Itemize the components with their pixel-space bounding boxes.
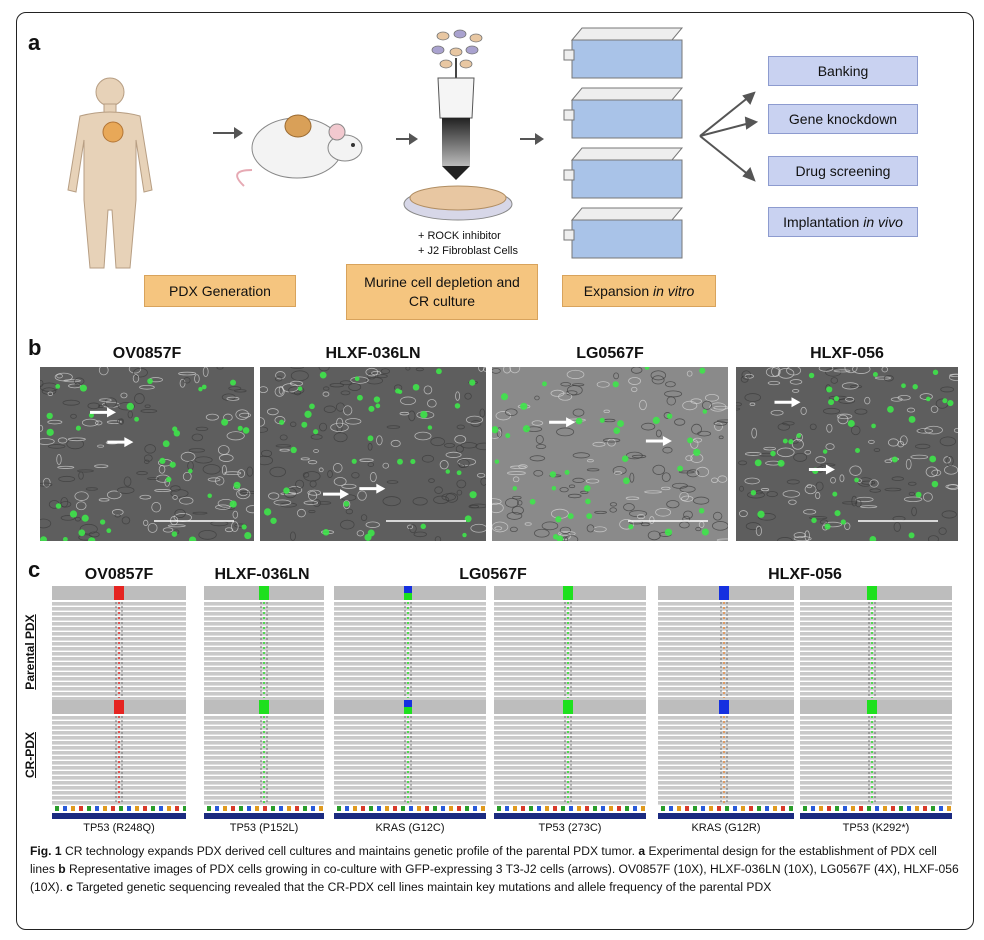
caption-c-label: c: [66, 880, 74, 895]
caption-a-label: a: [638, 844, 646, 858]
caption-fig: Fig. 1: [30, 844, 62, 858]
caption-c-text: Targeted genetic sequencing revealed tha…: [73, 880, 772, 895]
micrograph-hlxf036ln: [260, 367, 486, 541]
seq-title-hlxf056: HLXF-056: [768, 566, 842, 583]
seq-panel-kras-g12c: [334, 586, 486, 820]
panel-b-label: b: [28, 335, 42, 360]
seq-panel-tp53-273c: [494, 586, 646, 820]
micro-title-lg0567f: LG0567F: [576, 345, 644, 362]
arrow-2: [396, 133, 418, 145]
rock-inhibitor-text: + ROCK inhibitor: [418, 230, 501, 242]
outcome-implantation: Implantation in vivo: [768, 207, 918, 237]
micro-title-hlxf036ln: HLXF-036LN: [325, 345, 421, 362]
gene-label-4: TP53 (273C): [538, 822, 602, 834]
filter-dish-icon: [403, 29, 513, 221]
micro-title-ov0857f: OV0857F: [112, 345, 182, 362]
gene-label-6: TP53 (K292*): [842, 822, 910, 834]
human-silhouette-icon: [67, 77, 153, 269]
seq-title-lg0567f: LG0567F: [459, 566, 527, 583]
culture-conditions: + ROCK inhibitor + J2 Fibroblast Cells: [418, 229, 518, 260]
expansion-box: Expansion in vitro: [562, 275, 716, 307]
figure-caption: Fig. 1 CR technology expands PDX derived…: [30, 842, 960, 896]
expansion-text: Expansion: [583, 282, 650, 299]
outcome-banking: Banking: [768, 56, 918, 86]
gene-label-3: KRAS (G12C): [375, 822, 445, 834]
seq-title-ov0857f: OV0857F: [84, 566, 154, 583]
arrow-3: [520, 133, 544, 145]
panel-a-label: a: [28, 30, 41, 55]
seq-panel-tp53-r248q: [52, 586, 186, 820]
mouse-icon: [236, 114, 363, 187]
figure-frame: [16, 12, 974, 930]
murine-depletion-box: Murine cell depletion and CR culture: [346, 264, 538, 320]
micrograph-lg0567f: [492, 367, 728, 541]
caption-b-text: Representative images of PDX cells growi…: [30, 862, 959, 895]
implantation-text: Implantation: [783, 214, 860, 230]
caption-b-label: b: [58, 862, 66, 877]
gene-label-1: TP53 (R248Q): [83, 822, 155, 834]
j2-cells-text: + J2 Fibroblast Cells: [418, 245, 518, 258]
outcome-gene-knockdown: Gene knockdown: [768, 104, 918, 134]
outcome-drug-screening: Drug screening: [768, 156, 918, 186]
micrograph-hlxf056: [736, 367, 958, 541]
seq-panel-tp53-k292: [800, 586, 952, 820]
micro-title-hlxf056: HLXF-056: [810, 345, 884, 362]
seq-panel-tp53-p152l: [204, 586, 324, 820]
micrograph-ov0857f: [40, 367, 254, 541]
seq-panel-kras-g12r: [658, 586, 794, 820]
panel-c-label: c: [28, 557, 41, 582]
caption-title: CR technology expands PDX derived cell c…: [61, 844, 636, 858]
branch-arrows-icon: [699, 91, 759, 182]
gene-label-2: TP53 (P152L): [229, 822, 299, 834]
implantation-italic: in vivo: [863, 214, 903, 230]
row-label-crpdx: CR-PDX: [23, 732, 37, 779]
arrow-1: [213, 127, 243, 139]
expansion-italic: in vitro: [653, 282, 695, 299]
gene-label-5: KRAS (G12R): [691, 822, 761, 834]
pdx-generation-box: PDX Generation: [144, 275, 296, 307]
row-label-parental: Parental PDX: [23, 614, 37, 690]
seq-title-hlxf036ln: HLXF-036LN: [214, 566, 310, 583]
caption-a-text: Experimental design for the establishmen…: [30, 844, 937, 877]
culture-flasks-icon: [563, 27, 684, 259]
